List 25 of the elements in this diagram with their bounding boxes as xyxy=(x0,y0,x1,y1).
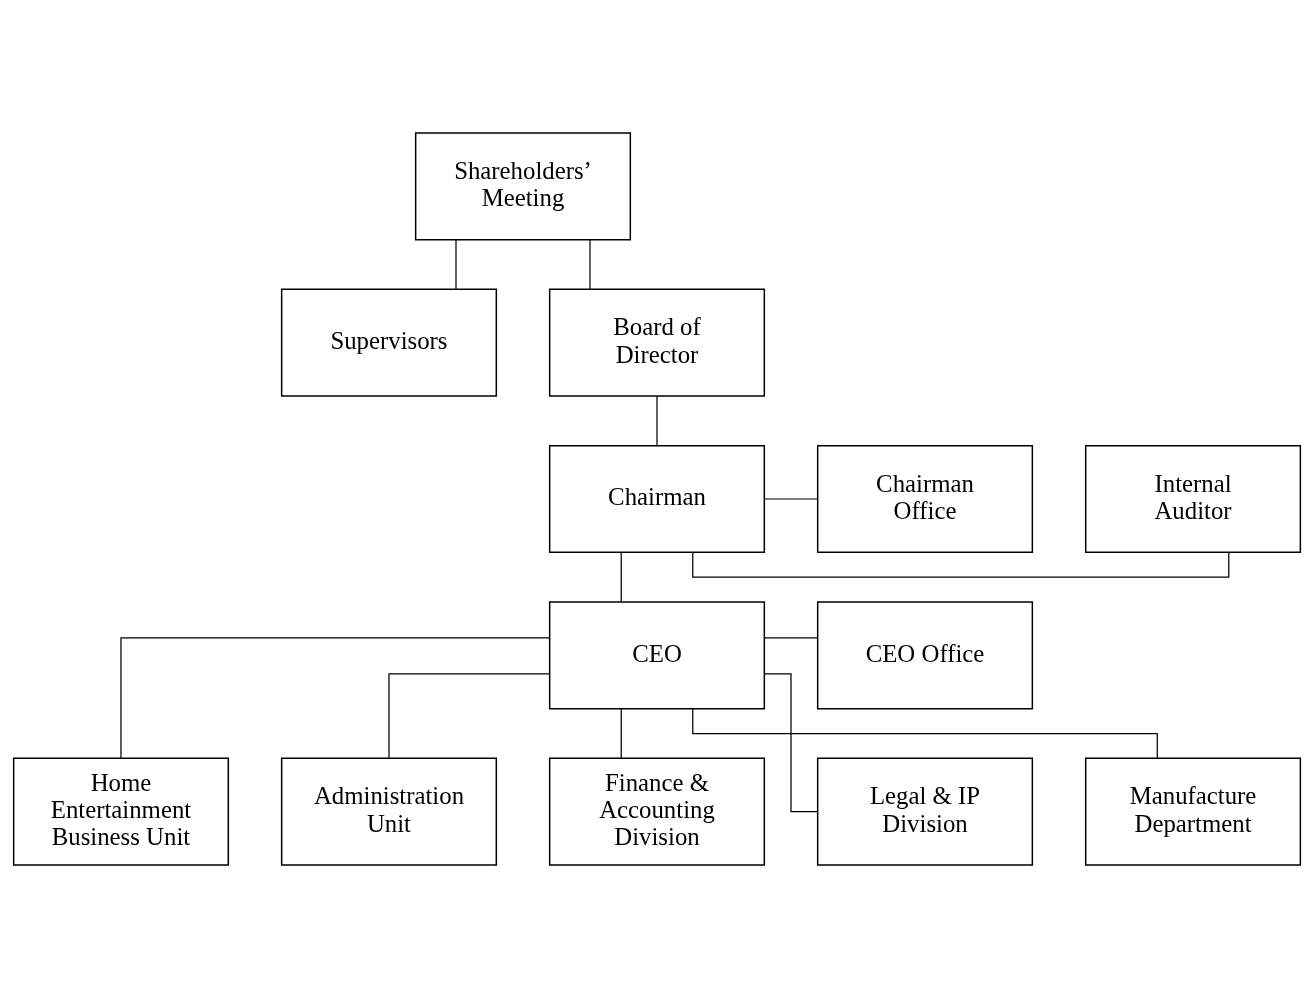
connector xyxy=(656,394,658,446)
node-box: Chairman Office xyxy=(816,444,1034,553)
node-box: CEO Office xyxy=(816,600,1034,709)
node-box: Supervisors xyxy=(280,288,498,397)
node-box: Legal & IP Division xyxy=(816,757,1034,866)
connector xyxy=(620,551,622,602)
node-box: Internal Auditor xyxy=(1084,444,1302,553)
node-box: Finance & Accounting Division xyxy=(548,757,766,866)
connector xyxy=(388,672,551,759)
connector xyxy=(620,707,622,759)
node-box: Administration Unit xyxy=(280,757,498,866)
connector xyxy=(120,636,551,759)
connector xyxy=(763,497,819,500)
connector xyxy=(692,707,1158,759)
connector xyxy=(763,636,819,639)
connector xyxy=(455,238,457,290)
connector xyxy=(763,672,819,812)
node-box: CEO xyxy=(548,600,766,709)
connector xyxy=(589,238,591,290)
node-box: Manufacture Department xyxy=(1084,757,1302,866)
node-box: Board of Director xyxy=(548,288,766,397)
node-box: Shareholders’ Meeting xyxy=(414,131,632,240)
connector xyxy=(692,551,1230,578)
node-box: Home Entertainment Business Unit xyxy=(12,757,230,866)
node-box: Chairman xyxy=(548,444,766,553)
